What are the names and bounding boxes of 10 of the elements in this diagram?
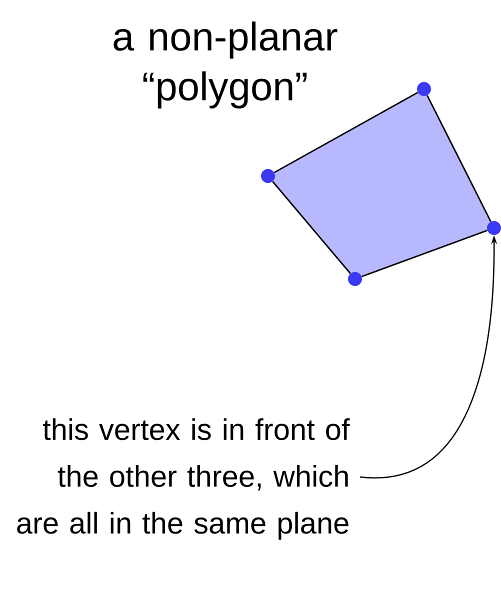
vertex-dot xyxy=(261,169,275,183)
polygon-edge xyxy=(274,92,418,174)
polygon-edge xyxy=(272,181,351,274)
vertex-dot xyxy=(417,82,431,96)
vertex-dot xyxy=(487,221,501,235)
title: a non-planar “polygon” xyxy=(114,22,338,108)
polygon-edge xyxy=(362,230,488,278)
vertex-dot xyxy=(348,272,362,286)
polygon-edge xyxy=(426,95,492,222)
note-text: this vertex is in front of the other three, which are all in the same plane xyxy=(17,418,350,540)
